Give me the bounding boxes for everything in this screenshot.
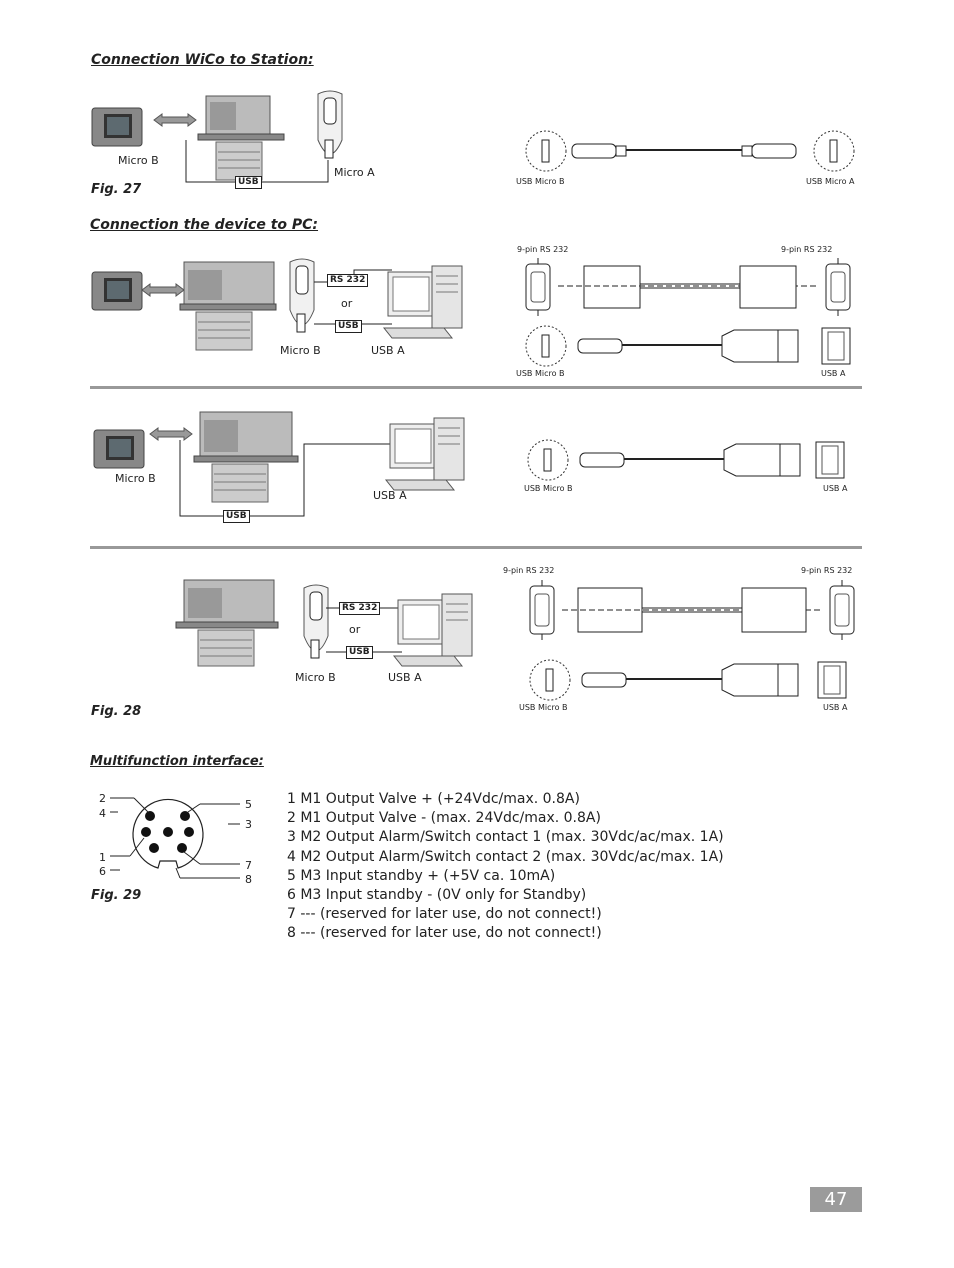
din-connector-diagram — [110, 797, 240, 879]
pin-label: 2 — [99, 792, 106, 805]
pin-assignment: 7 --- (reserved for later use, do not co… — [287, 906, 602, 923]
nine-pin-rs232-label: 9-pin RS 232 — [503, 566, 555, 575]
rs232-tag: RS 232 — [327, 274, 369, 287]
usb-micro-b-to-micro-a-cable — [525, 130, 855, 172]
usb-a-label: USB A — [823, 703, 848, 712]
micro-b-label: Micro B — [115, 472, 156, 485]
double-arrow-icon — [153, 113, 197, 127]
pin-assignment: 3 M2 Output Alarm/Switch contact 1 (max.… — [287, 829, 724, 846]
rs232-cable — [525, 258, 851, 316]
double-arrow-icon — [149, 427, 193, 441]
page-number: 47 — [810, 1187, 862, 1212]
wico-device-illustration — [93, 429, 145, 469]
usb-micro-a-label: USB Micro A — [806, 177, 855, 186]
nine-pin-rs232-label: 9-pin RS 232 — [781, 245, 833, 254]
section-heading-device-pc: Connection the device to PC: — [90, 217, 319, 233]
computer-illustration — [382, 265, 463, 339]
pin-assignment: 2 M1 Output Valve - (max. 24Vdc/max. 0.8… — [287, 810, 601, 827]
micro-b-label: Micro B — [280, 344, 321, 357]
or-label: or — [349, 623, 361, 636]
pin-assignment: 8 --- (reserved for later use, do not co… — [287, 925, 602, 942]
usb-a-label: USB A — [371, 344, 405, 357]
computer-illustration — [384, 417, 465, 491]
micro-a-label: Micro A — [334, 166, 375, 179]
usb-micro-b-label: USB Micro B — [516, 369, 565, 378]
usb-micro-b-label: USB Micro B — [519, 703, 568, 712]
pin-assignment: 6 M3 Input standby - (0V only for Standb… — [287, 887, 587, 904]
section-heading-wico-station: Connection WiCo to Station: — [91, 52, 314, 68]
fig-27-caption: Fig. 27 — [91, 182, 142, 197]
nine-pin-rs232-label: 9-pin RS 232 — [801, 566, 853, 575]
usb-micro-b-to-usb-a-cable — [529, 659, 847, 701]
usb-micro-b-to-usb-a-cable — [527, 439, 845, 481]
fig-29-caption: Fig. 29 — [91, 888, 142, 903]
pin-label: 4 — [99, 807, 106, 820]
usb-tag: USB — [223, 510, 250, 523]
or-label: or — [341, 297, 353, 310]
separator — [90, 546, 862, 549]
pin-label: 5 — [245, 798, 252, 811]
usb-a-label: USB A — [373, 489, 407, 502]
rs232-cable — [529, 580, 855, 640]
station-illustration — [197, 95, 285, 181]
pin-assignment-list: 1 M1 Output Valve + (+24Vdc/max. 0.8A) 2… — [287, 790, 724, 944]
port-closeup-illustration — [303, 584, 329, 659]
usb-micro-b-to-usb-a-cable — [525, 325, 851, 367]
usb-a-label: USB A — [821, 369, 846, 378]
port-closeup-illustration — [317, 90, 343, 159]
usb-a-label: USB A — [388, 671, 422, 684]
pin-assignment: 5 M3 Input standby + (+5V ca. 10mA) — [287, 867, 556, 884]
usb-connection-line — [179, 440, 390, 517]
micro-b-label: Micro B — [295, 671, 336, 684]
pin-label: 6 — [99, 865, 106, 878]
section-heading-multifunction: Multifunction interface: — [90, 754, 264, 769]
usb-tag: USB — [346, 646, 373, 659]
usb-tag: USB — [335, 320, 362, 333]
separator — [90, 386, 862, 389]
usb-micro-b-label: USB Micro B — [516, 177, 565, 186]
station-illustration — [175, 579, 279, 667]
micro-b-label: Micro B — [118, 154, 159, 167]
port-closeup-illustration — [289, 258, 315, 333]
wico-device-illustration — [91, 107, 143, 147]
pin-label: 7 — [245, 859, 252, 872]
pin-label: 3 — [245, 818, 252, 831]
station-illustration — [193, 411, 299, 503]
nine-pin-rs232-label: 9-pin RS 232 — [517, 245, 569, 254]
fig-28-caption: Fig. 28 — [91, 704, 142, 719]
pin-assignment: 4 M2 Output Alarm/Switch contact 2 (max.… — [287, 848, 724, 865]
pin-label: 1 — [99, 851, 106, 864]
station-illustration — [179, 261, 277, 351]
usb-tag: USB — [235, 176, 262, 189]
rs232-tag: RS 232 — [339, 602, 381, 615]
pin-label: 8 — [245, 873, 252, 886]
usb-a-label: USB A — [823, 484, 848, 493]
pin-assignment: 1 M1 Output Valve + (+24Vdc/max. 0.8A) — [287, 791, 580, 807]
computer-illustration — [392, 593, 473, 667]
usb-micro-b-label: USB Micro B — [524, 484, 573, 493]
wico-device-illustration — [91, 271, 143, 311]
